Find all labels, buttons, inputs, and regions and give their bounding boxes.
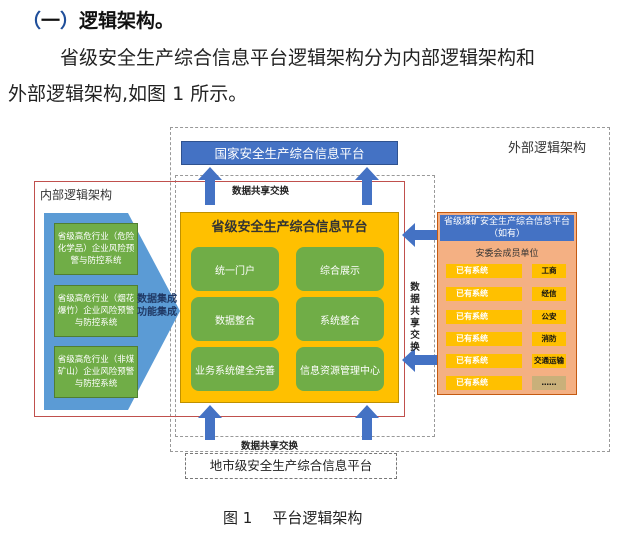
- module-box: 信息资源管理中心: [296, 347, 384, 391]
- coal-platform-box: 省级煤矿安全生产综合信息平台（如有）: [440, 215, 574, 241]
- provincial-platform-title: 省级安全生产综合信息平台: [211, 220, 368, 235]
- heading-title: 逻辑架构。: [79, 10, 175, 32]
- share-exchange-label-bottom: 数据共享交换: [241, 441, 299, 452]
- up-arrow-icon: [198, 167, 222, 205]
- external-architecture-frame: [170, 127, 610, 452]
- member-unit-box: 消防: [532, 332, 566, 346]
- paragraph-line-2: 外部逻辑架构,如图 1 所示。: [8, 83, 248, 105]
- existing-system-box: 已有系统: [446, 332, 522, 346]
- module-box: 统一门户: [191, 247, 279, 291]
- city-platform-box: 地市级安全生产综合信息平台: [185, 453, 397, 479]
- existing-system-box: 已有系统: [446, 310, 522, 324]
- heading-paren-close: ）: [60, 10, 80, 32]
- module-box: 系统整合: [296, 297, 384, 341]
- intro-paragraph: 省级安全生产综合信息平台逻辑架构分为内部逻辑架构和 外部逻辑架构,如图 1 所示…: [8, 40, 617, 112]
- existing-system-box: 已有系统: [446, 264, 522, 278]
- member-units-title: 安委会成员单位: [475, 249, 539, 259]
- internal-architecture-label: 内部逻辑架构: [40, 188, 113, 202]
- member-unit-box: 经信: [532, 287, 566, 301]
- integration-label: 数据集成功能集成: [137, 294, 177, 318]
- section-heading: （一）逻辑架构。: [22, 6, 174, 33]
- up-arrow-icon: [198, 405, 222, 440]
- national-platform-box: 国家安全生产综合信息平台: [181, 141, 398, 165]
- share-exchange-label-right: 数据共享交换: [410, 282, 420, 353]
- left-arrow-icon: [402, 348, 437, 372]
- up-arrow-icon: [355, 167, 379, 205]
- member-unit-box: 公安: [532, 310, 566, 324]
- left-arrow-icon: [402, 223, 437, 247]
- heading-paren-open: （: [22, 10, 42, 32]
- module-box: 业务系统健全完善: [191, 347, 279, 391]
- module-box: 数据整合: [191, 297, 279, 341]
- industry-system-box: 省级高危行业（烟花爆竹）企业风险预警与防控系统: [54, 285, 138, 337]
- existing-system-box: 已有系统: [446, 376, 522, 390]
- module-box: 综合展示: [296, 247, 384, 291]
- member-unit-box: 交通运输: [532, 354, 566, 368]
- existing-system-box: 已有系统: [446, 354, 522, 368]
- figure-title: 平台逻辑架构: [272, 509, 363, 527]
- up-arrows-top: [198, 167, 437, 440]
- heading-number: 一: [41, 10, 61, 32]
- member-unit-box: ……: [532, 376, 566, 390]
- industry-system-box: 省级高危行业（危险化学品）企业风险预警与防控系统: [54, 223, 138, 275]
- paragraph-line-1: 省级安全生产综合信息平台逻辑架构分为内部逻辑架构和: [60, 47, 536, 69]
- share-exchange-label-top: 数据共享交换: [232, 186, 290, 197]
- external-architecture-label: 外部逻辑架构: [507, 141, 586, 156]
- member-unit-box: 工商: [532, 264, 566, 278]
- existing-system-box: 已有系统: [446, 287, 522, 301]
- figure-number: 图 1: [223, 509, 253, 527]
- industry-system-box: 省级高危行业（非煤矿山）企业风险预警与防控系统: [54, 346, 138, 398]
- up-arrow-icon: [355, 405, 379, 440]
- figure-caption: 图 1 平台逻辑架构: [223, 507, 362, 528]
